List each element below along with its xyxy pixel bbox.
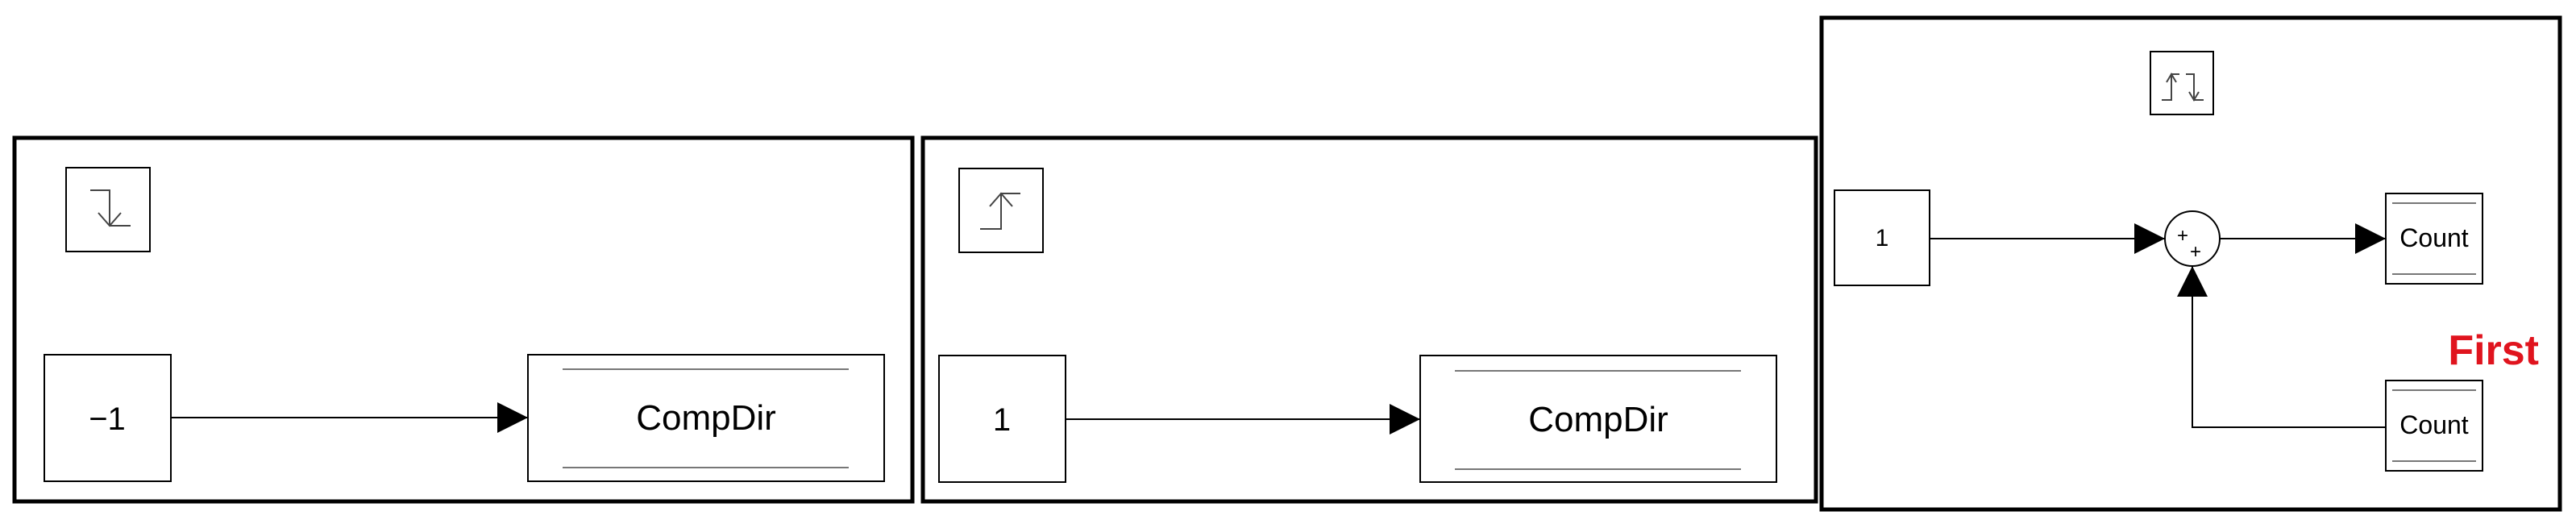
feedback-signal-line[interactable] [2177, 266, 2386, 428]
constant-block[interactable]: 1 [1834, 189, 1930, 286]
subsystem-panel-falling-edge[interactable]: −1 CompDir [12, 135, 915, 504]
data-store-label: CompDir [636, 398, 776, 438]
data-store-read-block[interactable]: Count [2385, 380, 2483, 472]
subsystem-panel-rising-edge[interactable]: 1 CompDir [920, 135, 1818, 504]
falling-edge-trigger-icon[interactable] [65, 167, 151, 252]
data-store-label: Count [2399, 223, 2469, 252]
constant-value: 1 [993, 402, 1011, 438]
sum-block[interactable]: + + [2164, 210, 2221, 267]
either-edge-trigger-icon[interactable] [2150, 51, 2214, 115]
rising-edge-trigger-icon[interactable] [958, 168, 1044, 253]
constant-value: 1 [1876, 225, 1889, 252]
constant-value: −1 [89, 401, 126, 437]
subsystem-panel-either-edge[interactable]: 1 + + Count First Count [1819, 15, 2562, 512]
first-annotation: First [2448, 327, 2539, 374]
data-store-write-block[interactable]: CompDir [1419, 355, 1777, 483]
data-store-label: CompDir [1528, 400, 1668, 439]
constant-block[interactable]: −1 [44, 354, 172, 482]
data-store-write-block[interactable]: CompDir [527, 354, 885, 482]
data-store-write-block[interactable]: Count [2385, 193, 2483, 285]
constant-block[interactable]: 1 [938, 355, 1066, 483]
sum-sign-top: + [2177, 225, 2188, 247]
sum-sign-bottom: + [2190, 241, 2201, 263]
data-store-label: Count [2399, 410, 2469, 439]
